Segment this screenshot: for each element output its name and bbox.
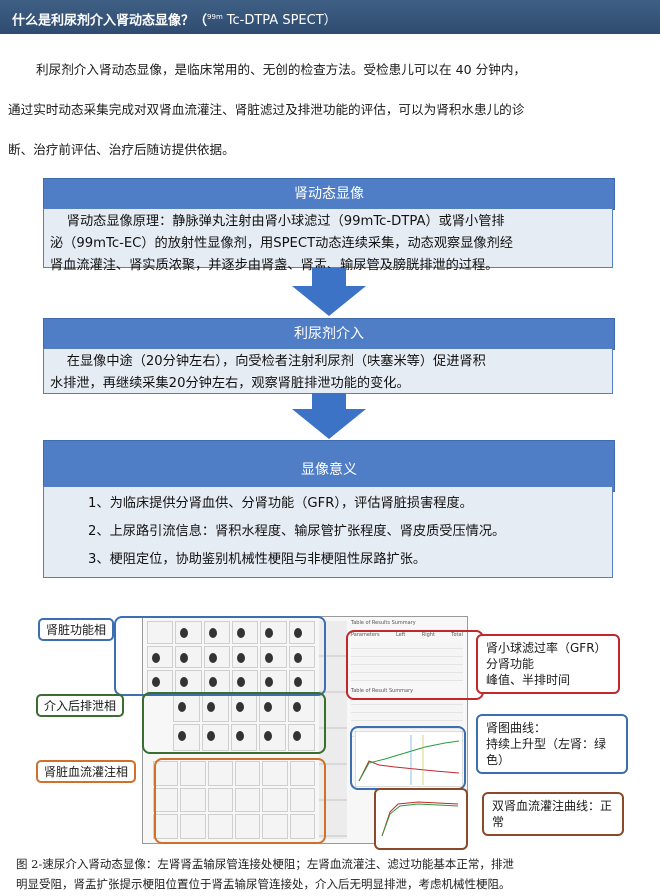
outline-perfusion	[154, 758, 326, 844]
intro-line: 利尿剂介入肾动态显像，是临床常用的、无创的检查方法。受检患儿可以在 40 分钟内…	[36, 62, 527, 77]
perfusion-curve-icon	[381, 801, 459, 837]
report-table: Table of Results Summary Parameters Left R…	[351, 619, 463, 769]
outline-gfr-table	[346, 630, 484, 700]
body-line: 泌（99mTc-EC）的放射性显像剂，用SPECT动态连续采集，动态观察显像剂经	[50, 236, 513, 251]
header-isotope-sup: 99m	[207, 13, 223, 21]
section-title-dynamic-imaging: 肾动态显像	[43, 178, 615, 210]
outline-renogram	[350, 726, 466, 790]
label-perfusion-phase: 肾脏血流灌注相	[36, 760, 137, 783]
body-line: 1、为临床提供分肾血供、分肾功能（GFR），评估肾脏损害程度。	[88, 496, 473, 511]
gfr-annotation: 肾小球滤过率（GFR） 分肾功能 峰值、半排时间	[476, 634, 620, 694]
section-body-dynamic-imaging: 肾动态显像原理：静脉弹丸注射由肾小球滤过（99mTc-DTPA）或肾小管排 泌（…	[43, 208, 613, 273]
gfr-line: 峰值、半排时间	[486, 673, 571, 687]
intro-line: 断、治疗前评估、治疗后随访提供依据。	[8, 142, 235, 157]
excretion-phase-frames	[173, 695, 315, 751]
body-line: 2、上尿路引流信息：肾积水程度、输尿管扩张程度、肾皮质受压情况。	[88, 524, 506, 539]
perfusion-curve-chart	[374, 788, 468, 850]
outline-function	[114, 616, 326, 696]
caption-line: 图 2-速尿介入肾动态显像：左肾肾盂输尿管连接处梗阻；左肾血流灌注、滤过功能基本…	[16, 857, 514, 871]
body-line: 在显像中途（20分钟左右），向受检者注射利尿剂（呋塞米等）促进肾积	[50, 354, 486, 369]
body-line: 水排泄，再继续采集20分钟左右，观察肾脏排泄功能的变化。	[50, 376, 410, 391]
header-title: 什么是利尿剂介入肾动态显像？	[12, 13, 195, 29]
caption-line: 明显受阻，肾盂扩张提示梗阻位置位于肾盂输尿管连接处，介入后无明显排泄，考虑机械性…	[16, 877, 511, 891]
report-title: Table of Results Summary	[351, 620, 416, 626]
label-excretion-phase: 介入后排泄相	[36, 694, 125, 717]
gfr-line: 肾小球滤过率（GFR）	[486, 641, 607, 655]
roi-images	[319, 621, 347, 839]
renogram-annotation: 肾图曲线： 持续上升型（左肾：绿色）	[476, 714, 628, 774]
figure-caption: 图 2-速尿介入肾动态显像：左肾肾盂输尿管连接处梗阻；左肾血流灌注、滤过功能基本…	[16, 854, 646, 894]
report-results: Table of Result Summary	[351, 688, 414, 694]
outline-excretion	[142, 692, 326, 754]
section-body-significance: 1、为临床提供分肾血供、分肾功能（GFR），评估肾脏损害程度。 2、上尿路引流信…	[43, 486, 613, 578]
perfusion-annotation: 双肾血流灌注曲线：正常	[482, 792, 624, 836]
down-arrow-icon	[292, 268, 366, 316]
label-function-phase: 肾脏功能相	[38, 618, 115, 641]
section-body-diuretic: 在显像中途（20分钟左右），向受检者注射利尿剂（呋塞米等）促进肾积 水排泄，再继…	[43, 348, 613, 394]
perfusion-phase-frames	[153, 761, 315, 839]
gfr-line: 分肾功能	[486, 657, 535, 671]
report-params: Parameters	[351, 632, 380, 638]
section-title-significance: 显像意义	[43, 440, 615, 492]
down-arrow-icon	[292, 393, 366, 439]
body-line: 肾血流灌注、肾实质浓聚，并逐步由肾盏、肾盂、输尿管及膀胱排泄的过程。	[50, 258, 499, 273]
renogram-line: 持续上升型（左肾：绿色）	[486, 737, 607, 767]
section-title-diuretic: 利尿剂介入	[43, 318, 615, 350]
header-spect: Tc-DTPA SPECT）	[226, 13, 337, 29]
renogram-curve-chart	[355, 731, 463, 787]
report-col: Right	[421, 632, 435, 638]
renogram-line: 肾图曲线：	[486, 721, 547, 735]
intro-line: 通过实时动态采集完成对双肾血流灌注、肾脏滤过及排泄功能的评估，可以为肾积水患儿的…	[8, 102, 525, 117]
body-line: 3、梗阻定位，协助鉴别机械性梗阻与非梗阻性尿路扩张。	[88, 552, 427, 567]
report-col: Left	[395, 632, 406, 638]
body-line: 肾动态显像原理：静脉弹丸注射由肾小球滤过（99mTc-DTPA）或肾小管排	[50, 214, 505, 229]
renal-scan-figure: Table of Results Summary Parameters Left R…	[34, 614, 628, 850]
intro-paragraph: 利尿剂介入肾动态显像，是临床常用的、无创的检查方法。受检患儿可以在 40 分钟内…	[0, 50, 660, 170]
header-open: （	[194, 13, 208, 29]
function-phase-frames	[147, 621, 315, 693]
report-col: Total	[451, 632, 463, 638]
